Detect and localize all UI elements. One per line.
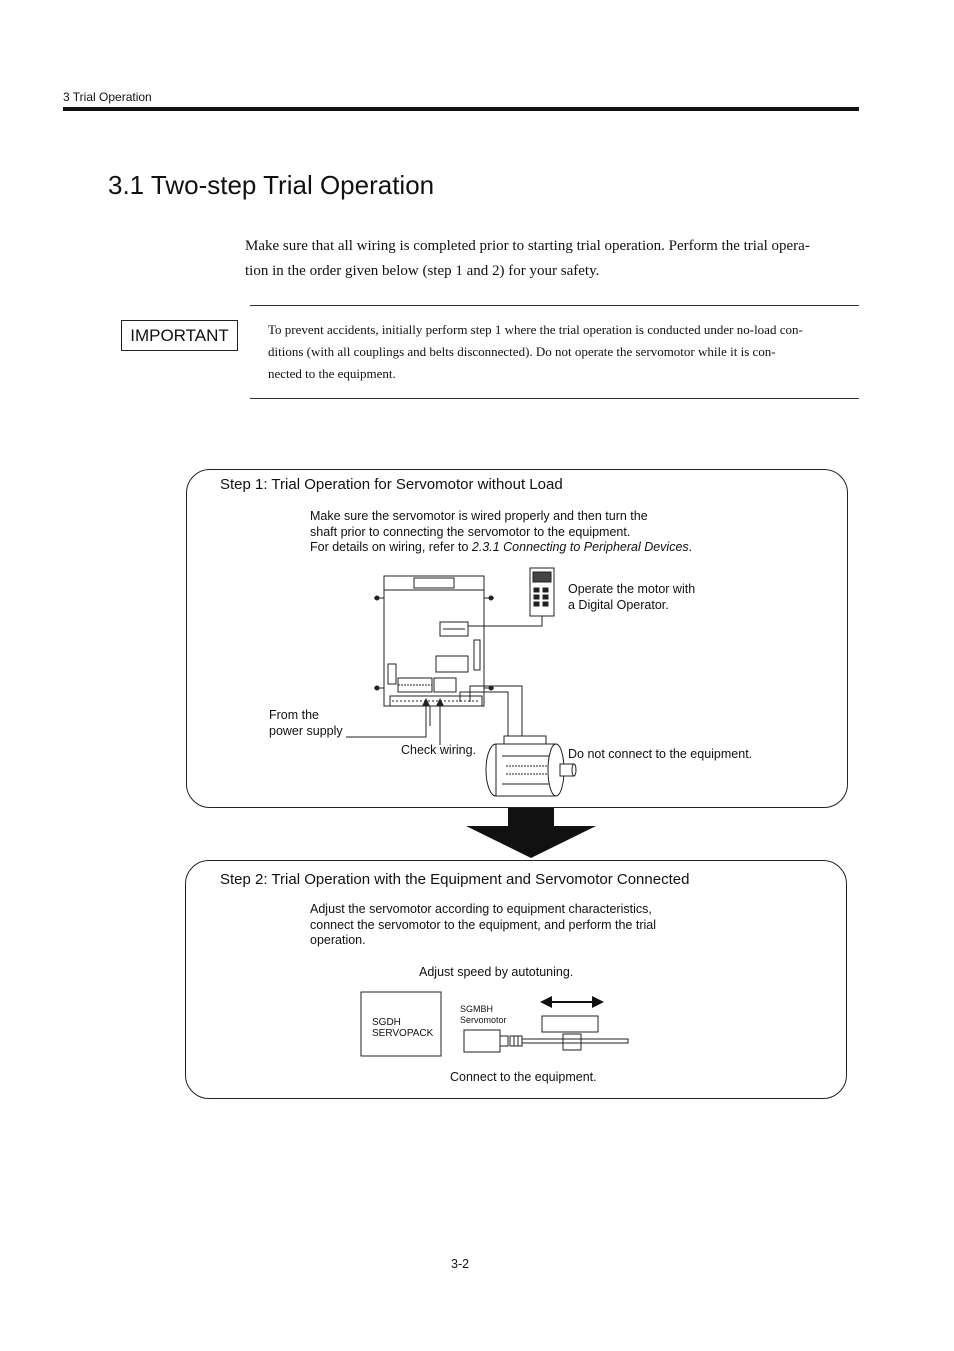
section-title: 3.1 Two-step Trial Operation: [108, 170, 435, 200]
power-cable: [346, 702, 427, 738]
step1-description: Make sure the servomotor is wired proper…: [310, 509, 692, 556]
step1-desc-line: shaft prior to connecting the servomotor…: [310, 524, 631, 539]
power-label-line: From the: [269, 708, 320, 722]
no-connect-label: Do not connect to the equipment.: [568, 747, 753, 761]
step1-desc-line: For details on wiring, refer to 2.3.1 Co…: [310, 540, 692, 556]
servopack-box: [360, 991, 442, 1057]
connect-label: Connect to the equipment.: [450, 1070, 597, 1084]
step2-box: [185, 860, 847, 1099]
important-badge: IMPORTANT: [121, 320, 238, 351]
step2-desc-line: Adjust the servomotor according to equip…: [310, 902, 652, 916]
ball-screw-icon: [521, 1033, 629, 1051]
intro-line: Make sure that all wiring is completed p…: [245, 238, 810, 254]
servopack-illustration: [374, 575, 494, 707]
step2-desc-line: operation.: [310, 933, 366, 947]
servopack-label-line: SGDH: [372, 1017, 401, 1028]
intro-paragraph: Make sure that all wiring is completed p…: [245, 234, 857, 284]
servopack-label: SGDH SERVOPACK: [372, 1017, 433, 1039]
operator-cable: [468, 616, 543, 627]
servomotor-label-line: Servomotor: [460, 1015, 507, 1025]
load-table: [541, 1015, 599, 1033]
step2-desc-line: connect the servomotor to the equipment,…: [310, 917, 657, 932]
header-rule: [63, 107, 859, 111]
motor-power-cable: [459, 691, 509, 738]
important-bottom-rule: [250, 398, 859, 399]
intro-line: tion in the order given below (step 1 an…: [245, 263, 600, 279]
bidirectional-arrow-icon: [540, 996, 604, 1008]
important-top-rule: [250, 305, 859, 306]
important-line: ditions (with all couplings and belts di…: [268, 344, 776, 359]
motor-encoder-cable: [469, 685, 523, 744]
step1-title: Step 1: Trial Operation for Servomotor w…: [220, 476, 563, 493]
operator-label: Operate the motor with a Digital Operato…: [568, 582, 695, 613]
ref-prefix: For details on wiring, refer to: [310, 540, 472, 554]
operator-label-line: Operate the motor with: [568, 582, 696, 596]
digital-operator-icon: [529, 567, 555, 617]
servomotor-label-line: SGMBH: [460, 1004, 494, 1014]
step1-diagram: [346, 567, 577, 797]
step2-diagram: [360, 991, 629, 1057]
running-head: 3 Trial Operation: [63, 90, 152, 104]
important-line: nected to the equipment.: [268, 366, 396, 381]
check-wiring-arrow: [436, 698, 444, 706]
step-transition-arrow: [466, 808, 596, 858]
step1-box: [186, 469, 848, 808]
power-label-line: power supply: [269, 723, 343, 738]
power-supply-label: From the power supply: [269, 708, 343, 739]
servomotor-label: SGMBH Servomotor: [460, 1004, 507, 1026]
important-text: To prevent accidents, initially perform …: [268, 319, 860, 385]
important-line: To prevent accidents, initially perform …: [268, 322, 803, 337]
step2-description: Adjust the servomotor according to equip…: [310, 902, 656, 949]
power-arrow: [422, 698, 430, 706]
check-wiring-label: Check wiring.: [401, 743, 477, 757]
servomotor-illustration: [485, 735, 577, 797]
page-number: 3-2: [451, 1257, 470, 1271]
autotuning-label: Adjust speed by autotuning.: [419, 965, 574, 979]
operator-label-line: a Digital Operator.: [568, 597, 669, 612]
step1-desc-line: Make sure the servomotor is wired proper…: [310, 509, 648, 523]
section-reference: 2.3.1 Connecting to Peripheral Devices: [471, 540, 689, 554]
servopack-label-line: SERVOPACK: [372, 1028, 434, 1039]
ref-suffix: .: [688, 540, 693, 554]
servomotor-box: [463, 1029, 509, 1053]
step2-title: Step 2: Trial Operation with the Equipme…: [220, 871, 690, 888]
coupling-icon: [509, 1035, 523, 1047]
